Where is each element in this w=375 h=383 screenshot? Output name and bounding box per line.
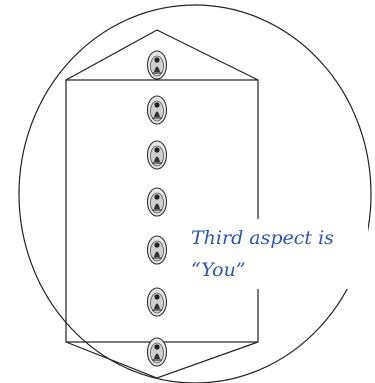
node-figure-icon <box>148 141 167 169</box>
node-figure-icon <box>148 51 167 79</box>
node-figure-icon <box>148 236 167 264</box>
node-figure-icon <box>148 338 167 366</box>
callout-line-2: “You” <box>191 254 334 286</box>
node-figure-icon <box>148 288 167 316</box>
node-figure-icon <box>148 188 167 216</box>
callout-line-1: Third aspect is <box>191 222 334 254</box>
node-figure-icon <box>148 96 167 124</box>
callout-label: Third aspect is “You” <box>191 222 334 286</box>
node-column <box>148 51 167 366</box>
outer-ellipse <box>19 5 371 383</box>
